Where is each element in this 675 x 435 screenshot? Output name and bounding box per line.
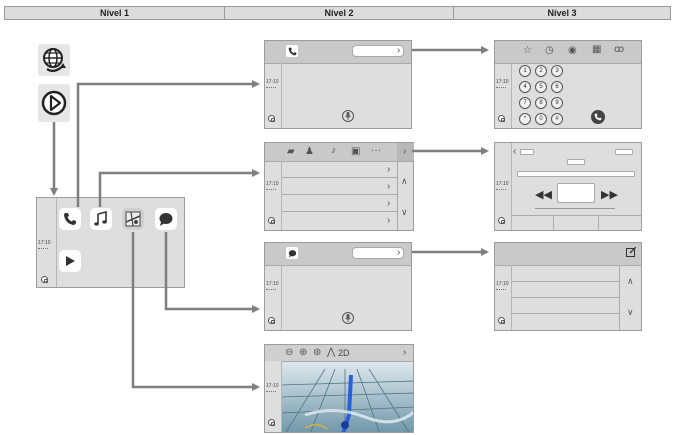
list-chevron-right-icon[interactable]: › [387, 198, 391, 209]
recenter-icon[interactable]: ⊕ [299, 347, 308, 358]
home-button[interactable] [41, 276, 48, 283]
radio-icon[interactable]: ▰ [287, 146, 295, 157]
message-bubble-icon [286, 247, 298, 259]
list-chevron-right-icon[interactable]: › [387, 164, 391, 175]
level2-phone-screen: › 17:10 [264, 40, 412, 129]
home-button[interactable] [498, 217, 505, 224]
clock-label: 17:10 [266, 383, 279, 389]
more-icon[interactable]: ··· [371, 145, 381, 156]
music-note-icon[interactable]: ♪ [331, 145, 336, 156]
clock-label: 17:10 [496, 181, 509, 187]
carplay-globe-icon[interactable] [38, 44, 70, 76]
keypad-key[interactable]: 3 [551, 65, 563, 77]
recents-icon[interactable]: ◷ [545, 45, 554, 56]
back-label-field[interactable] [520, 149, 534, 155]
clock-label: 17:10 [496, 281, 509, 287]
music-app-icon[interactable] [90, 208, 112, 230]
keypad-key[interactable]: 1 [519, 65, 531, 77]
fast-forward-icon[interactable]: ▶▶ [601, 189, 618, 201]
list-chevron-right-icon[interactable]: › [387, 181, 391, 192]
chevron-right-icon[interactable]: › [403, 146, 407, 157]
phone-search-field[interactable] [352, 45, 404, 57]
maps-app-icon[interactable] [122, 208, 144, 230]
column-header-level-2: Nível 2 [224, 6, 454, 20]
home-button[interactable] [498, 317, 505, 324]
messages-search-field[interactable] [352, 247, 404, 259]
home-button[interactable] [268, 317, 275, 324]
keypad-key[interactable]: 8 [535, 97, 547, 109]
clock-label: 17:10 [266, 281, 279, 287]
circle-play-icon[interactable] [38, 84, 70, 122]
level3-now-playing-screen: ‹ ◀◀ ▶▶ 17:10 [494, 142, 642, 231]
overview-icon[interactable]: ⊛ [313, 347, 322, 358]
scroll-up-icon[interactable]: ∧ [401, 176, 408, 186]
microphone-icon[interactable] [342, 110, 354, 122]
clock-label: 17:10 [38, 240, 51, 246]
zoom-out-icon[interactable]: ⊖ [285, 347, 294, 358]
column-header-level-1: Nível 1 [4, 6, 225, 20]
chevron-right-icon[interactable]: › [403, 347, 407, 358]
list-chevron-right-icon[interactable]: › [387, 215, 391, 226]
call-button[interactable] [591, 110, 605, 124]
contacts-icon[interactable]: ◉ [568, 45, 577, 56]
column-header-level-3: Nível 3 [453, 6, 671, 20]
home-button[interactable] [268, 217, 275, 224]
microphone-icon[interactable] [342, 312, 354, 324]
messages-app-icon[interactable] [155, 208, 177, 230]
clock-label: 17:10 [266, 79, 279, 85]
level2-music-screen: ▰ ♟ ♪ ▣ ··· › › › › › ∧ ∨ 17:10 [264, 142, 414, 231]
play-pause-button[interactable] [557, 183, 595, 203]
keypad-key[interactable]: 4 [519, 81, 531, 93]
keypad-icon[interactable]: ▦ [592, 44, 602, 55]
back-chevron-icon[interactable]: ‹ [513, 146, 517, 157]
chevron-right-icon[interactable]: › [397, 45, 401, 56]
level2-messages-screen: › 17:10 [264, 242, 412, 331]
keypad-key[interactable]: 0 [535, 113, 547, 125]
home-button[interactable] [268, 419, 275, 426]
arrow-phone-to-level2 [76, 80, 260, 207]
rewind-icon[interactable]: ◀◀ [535, 189, 552, 201]
more-field[interactable] [615, 149, 633, 155]
scroll-down-icon[interactable]: ∨ [627, 307, 634, 317]
favorites-icon[interactable]: ☆ [523, 45, 532, 56]
level2-navigation-screen: ⊖ ⊕ ⊛ ⋀ 2D › 17:10 [264, 344, 414, 433]
keypad-key[interactable]: 2 [535, 65, 547, 77]
artist-icon[interactable]: ♟ [305, 146, 314, 157]
keypad-key[interactable]: 9 [551, 97, 563, 109]
home-button[interactable] [498, 115, 505, 122]
keypad-key[interactable]: # [551, 113, 563, 125]
scroll-up-icon[interactable]: ∧ [627, 276, 634, 286]
progress-bar[interactable] [517, 171, 635, 177]
keypad-key[interactable]: 7 [519, 97, 531, 109]
north-arrow-icon[interactable]: ⋀ [327, 347, 336, 358]
level1-home-screen: 17:10 [36, 197, 185, 288]
keypad-key[interactable]: 5 [535, 81, 547, 93]
keypad-key[interactable]: 6 [551, 81, 563, 93]
scroll-down-icon[interactable]: ∨ [401, 207, 408, 217]
view-mode-toggle[interactable]: 2D [338, 348, 350, 358]
clock-label: 17:10 [266, 181, 279, 187]
phone-icon [286, 45, 298, 57]
compose-icon[interactable] [626, 247, 636, 257]
voicemail-icon[interactable]: ꝏ [614, 44, 625, 55]
keypad-key[interactable]: * [519, 113, 531, 125]
clock-label: 17:10 [496, 79, 509, 85]
phone-app-icon[interactable] [59, 208, 81, 230]
home-button[interactable] [268, 115, 275, 122]
now-playing-app-icon[interactable] [59, 250, 81, 272]
level3-messages-list-screen: ∧ ∨ 17:10 [494, 242, 642, 331]
track-title-field [567, 159, 585, 165]
chevron-right-icon[interactable]: › [397, 247, 401, 258]
album-icon[interactable]: ▣ [351, 146, 361, 157]
